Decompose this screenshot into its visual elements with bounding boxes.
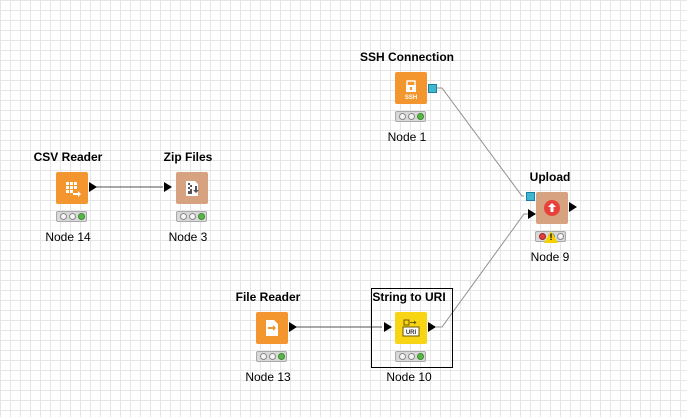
status-light-3	[557, 233, 564, 240]
upload-icon	[544, 200, 560, 216]
status-light-2	[69, 213, 76, 220]
status-light-1	[399, 353, 406, 360]
node-string-to-uri[interactable]: String to URI URI Node 10	[359, 290, 459, 390]
node-icon-box[interactable]	[176, 172, 208, 204]
node-zip-files[interactable]: Zip Files Node 3	[138, 150, 238, 250]
status-light-3	[278, 353, 285, 360]
status-light-2	[189, 213, 196, 220]
file-arrow-icon	[266, 320, 278, 336]
string2uri-output-port[interactable]	[428, 322, 436, 332]
status-traffic-light	[256, 351, 287, 362]
node-label[interactable]: Node 13	[245, 370, 291, 384]
status-light-1	[399, 113, 406, 120]
node-label[interactable]: Node 9	[530, 250, 570, 264]
node-label[interactable]: Node 10	[386, 370, 432, 384]
status-light-1	[260, 353, 267, 360]
node-ssh-connection[interactable]: SSH Connection SSH Node 1	[357, 50, 457, 150]
status-light-1	[180, 213, 187, 220]
ssh-output-port[interactable]	[428, 84, 437, 93]
status-traffic-light	[56, 211, 87, 222]
connection-ssh-upload[interactable]	[434, 87, 524, 197]
node-file-reader[interactable]: File Reader Node 13	[218, 290, 318, 390]
status-light-3	[198, 213, 205, 220]
lock-ssh-icon: SSH	[405, 80, 417, 101]
node-title: SSH Connection	[359, 50, 454, 64]
ssh-icon-text: SSH	[405, 95, 417, 101]
node-title: String to URI	[372, 290, 446, 304]
node-title: CSV Reader	[33, 150, 103, 164]
node-icon-box[interactable]: SSH	[395, 72, 427, 104]
upload-connection-input-port[interactable]	[526, 192, 535, 201]
status-light-2	[408, 353, 415, 360]
node-upload[interactable]: Upload ! Node 9	[500, 170, 600, 270]
node-title: File Reader	[235, 290, 301, 304]
node-csv-reader[interactable]: CSV Reader Node 14	[18, 150, 118, 250]
node-icon-box[interactable]: URI	[395, 312, 427, 344]
zip-file-icon	[186, 181, 199, 196]
node-label[interactable]: Node 3	[168, 230, 208, 244]
status-light-3	[78, 213, 85, 220]
node-label[interactable]: Node 1	[387, 130, 427, 144]
status-light-3	[417, 113, 424, 120]
string2uri-input-port[interactable]	[384, 322, 392, 332]
status-light-2	[408, 113, 415, 120]
uri-icon-text: URI	[406, 330, 417, 336]
connection-string2uri-upload[interactable]	[436, 213, 528, 328]
status-light-2	[269, 353, 276, 360]
warning-icon[interactable]	[544, 231, 558, 243]
node-icon-box[interactable]	[256, 312, 288, 344]
upload-output-port[interactable]	[569, 202, 577, 212]
status-traffic-light	[176, 211, 207, 222]
upload-input-port[interactable]	[528, 209, 536, 219]
zip-input-port[interactable]	[164, 182, 172, 192]
node-title: Upload	[529, 170, 571, 184]
csv-output-port[interactable]	[89, 182, 97, 192]
status-light-3	[417, 353, 424, 360]
status-traffic-light	[395, 351, 426, 362]
node-icon-box[interactable]	[536, 192, 568, 224]
table-arrow-icon	[66, 182, 81, 197]
status-traffic-light	[395, 111, 426, 122]
warning-mark-icon: !	[549, 232, 553, 242]
filereader-output-port[interactable]	[289, 322, 297, 332]
selection-box	[371, 288, 453, 368]
status-light-1	[60, 213, 67, 220]
node-title: Zip Files	[163, 150, 213, 164]
node-label[interactable]: Node 14	[45, 230, 91, 244]
string-uri-icon: URI	[402, 319, 420, 337]
node-icon-box[interactable]	[56, 172, 88, 204]
